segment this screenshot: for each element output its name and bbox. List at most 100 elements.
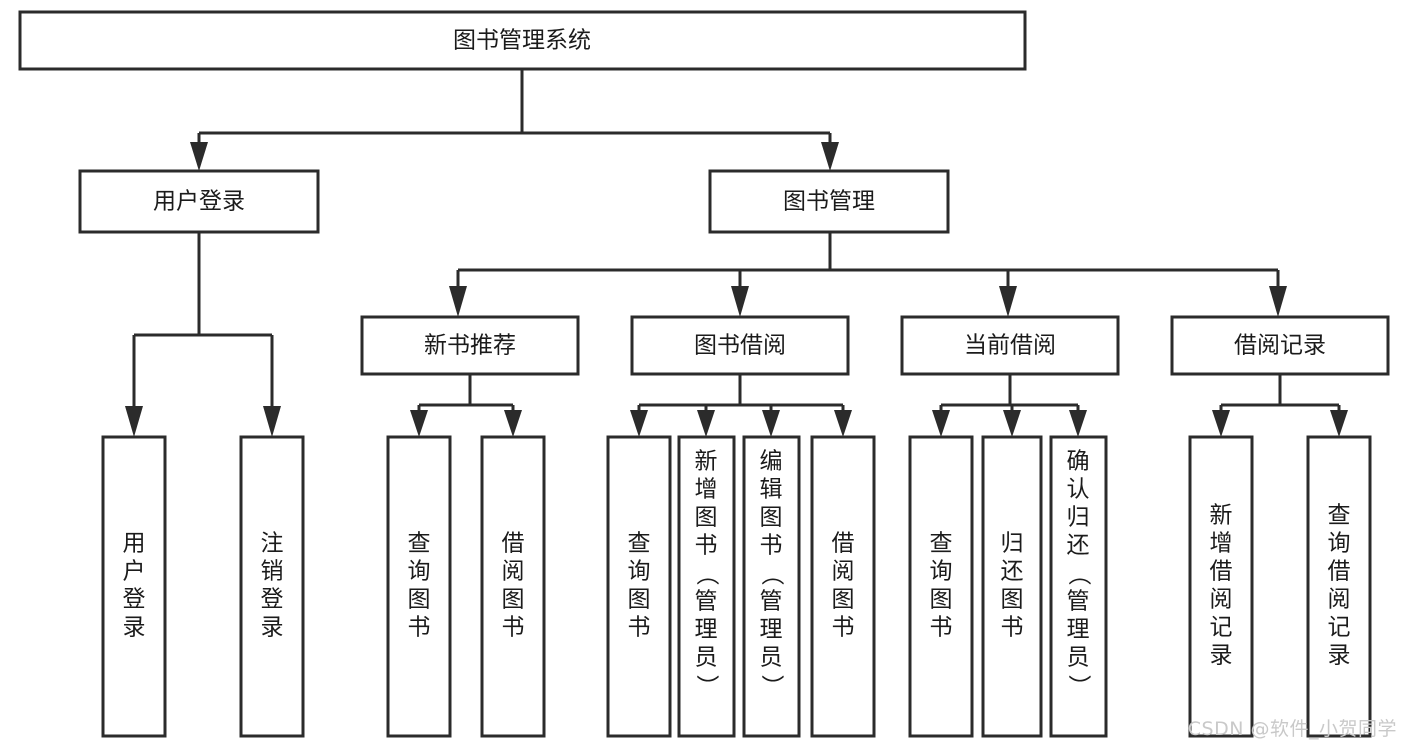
svg-text:（: （ — [759, 563, 785, 586]
node-leaf-confirm-return-admin-box[interactable] — [1049, 435, 1108, 738]
arrow-head-leaf-add-borrow-record — [1212, 410, 1230, 437]
node-new-book-recommend-box[interactable] — [360, 315, 580, 376]
node-book-manage-label: 图书管理 — [783, 189, 875, 215]
svg-text:书: 书 — [930, 615, 953, 641]
node-leaf-user-login-box[interactable] — [101, 435, 167, 738]
svg-text:图: 图 — [832, 587, 855, 613]
node-root[interactable]: 图书管理系统 — [18, 10, 1027, 71]
node-leaf-query-book-bb-box[interactable] — [606, 435, 672, 738]
arrow-head-book-manage — [821, 142, 839, 171]
node-user-login-box[interactable] — [78, 169, 320, 234]
svg-text:图: 图 — [502, 587, 525, 613]
connector-layer — [125, 69, 1348, 437]
node-borrow-record[interactable]: 借阅记录 — [1170, 315, 1390, 376]
svg-text:借: 借 — [502, 531, 525, 557]
svg-text:理: 理 — [1067, 617, 1090, 643]
node-book-manage-box[interactable] — [708, 169, 950, 234]
arrow-head-leaf-add-book-admin — [697, 410, 715, 437]
svg-text:注: 注 — [261, 531, 284, 557]
node-leaf-user-login[interactable]: 用户登录 — [101, 435, 167, 738]
svg-text:书: 书 — [408, 615, 431, 641]
arrow-head-leaf-borrow-book-bb — [834, 410, 852, 437]
svg-text:）: ） — [694, 675, 720, 698]
node-root-box[interactable] — [18, 10, 1027, 71]
node-leaf-edit-book-admin-box[interactable] — [742, 435, 801, 738]
node-leaf-borrow-book-nbr-box[interactable] — [480, 435, 546, 738]
node-leaf-user-login-label: 用户登录 — [123, 531, 146, 641]
arrow-head-leaf-confirm-return-admin — [1069, 410, 1087, 437]
node-leaf-query-book-nbr-box[interactable] — [386, 435, 452, 738]
svg-text:询: 询 — [408, 559, 431, 585]
arrow-head-current-borrow — [999, 286, 1017, 317]
node-book-borrow-box[interactable] — [630, 315, 850, 376]
svg-text:确: 确 — [1067, 449, 1090, 475]
svg-text:记: 记 — [1328, 615, 1351, 641]
node-leaf-user-logout-box[interactable] — [239, 435, 305, 738]
svg-text:理: 理 — [695, 617, 718, 643]
arrow-head-leaf-query-book-nbr — [410, 410, 428, 437]
arrow-head-book-borrow — [731, 286, 749, 317]
arrow-head-leaf-borrow-book-nbr — [504, 410, 522, 437]
node-root-label: 图书管理系统 — [453, 28, 591, 54]
node-current-borrow-box[interactable] — [900, 315, 1120, 376]
svg-text:阅: 阅 — [1328, 587, 1351, 613]
svg-text:查: 查 — [1328, 503, 1351, 529]
arrow-head-leaf-return-book — [1003, 410, 1021, 437]
svg-text:查: 查 — [628, 531, 651, 557]
node-new-book-recommend[interactable]: 新书推荐 — [360, 315, 580, 376]
node-leaf-add-borrow-record-box[interactable] — [1188, 435, 1254, 738]
svg-text:阅: 阅 — [502, 559, 525, 585]
node-leaf-query-borrow-record-box[interactable] — [1306, 435, 1372, 738]
svg-text:询: 询 — [628, 559, 651, 585]
svg-text:查: 查 — [930, 531, 953, 557]
node-leaf-return-book-box[interactable] — [981, 435, 1043, 738]
svg-text:销: 销 — [261, 559, 284, 585]
svg-text:阅: 阅 — [832, 559, 855, 585]
node-user-login[interactable]: 用户登录 — [78, 169, 320, 234]
node-book-manage[interactable]: 图书管理 — [708, 169, 950, 234]
arrow-head-leaf-query-book-bb — [630, 410, 648, 437]
node-leaf-query-book-cb-box[interactable] — [908, 435, 974, 738]
arrow-head-leaf-query-book-cb — [932, 410, 950, 437]
arrow-head-leaf-user-logout — [263, 406, 281, 437]
svg-text:询: 询 — [930, 559, 953, 585]
svg-text:）: ） — [759, 675, 785, 698]
svg-text:用: 用 — [123, 531, 146, 557]
node-borrow-record-box[interactable] — [1170, 315, 1390, 376]
svg-text:记: 记 — [1210, 615, 1233, 641]
svg-text:增: 增 — [1210, 531, 1233, 557]
svg-text:归: 归 — [1001, 531, 1024, 557]
node-book-borrow[interactable]: 图书借阅 — [630, 315, 850, 376]
svg-text:新: 新 — [695, 449, 718, 475]
svg-text:增: 增 — [695, 477, 718, 503]
node-current-borrow-label: 当前借阅 — [964, 333, 1056, 359]
arrow-head-leaf-query-borrow-record — [1330, 410, 1348, 437]
csdn-watermark: CSDN @软件_小贺同学 — [1187, 718, 1397, 740]
svg-text:借: 借 — [832, 531, 855, 557]
node-current-borrow[interactable]: 当前借阅 — [900, 315, 1120, 376]
arrow-head-borrow-record — [1269, 286, 1287, 317]
svg-text:借: 借 — [1210, 559, 1233, 585]
svg-text:书: 书 — [502, 615, 525, 641]
svg-text:图: 图 — [760, 505, 783, 531]
node-leaf-add-book-admin-box[interactable] — [677, 435, 736, 738]
node-leaf-borrow-book-bb-box[interactable] — [810, 435, 876, 738]
